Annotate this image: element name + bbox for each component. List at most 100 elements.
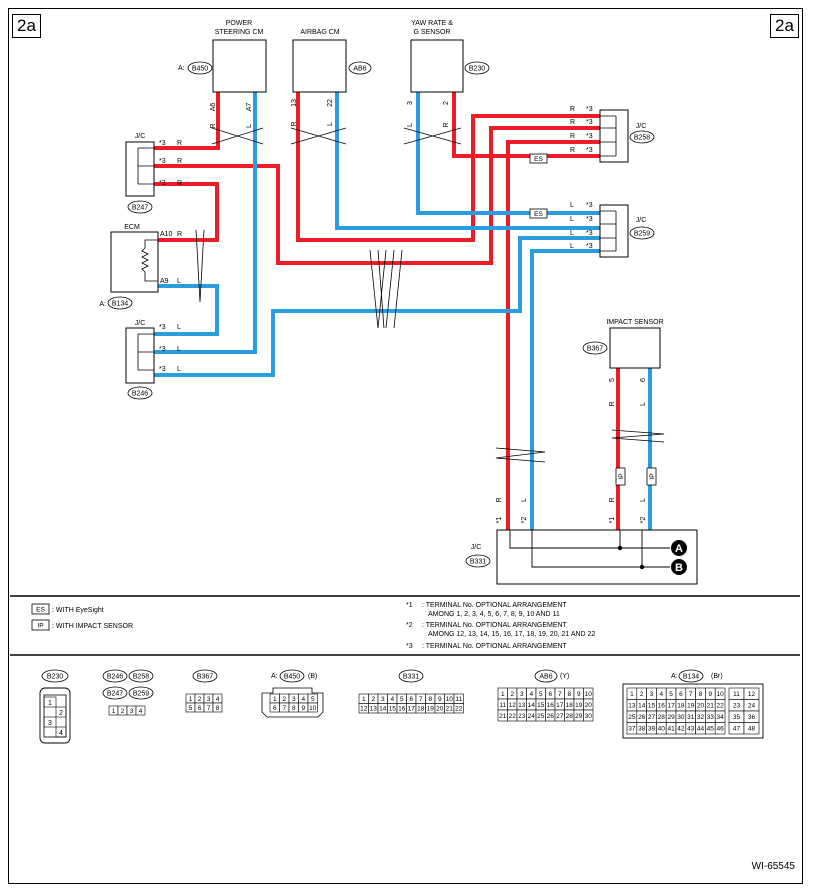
pin-number: 9 — [301, 705, 305, 712]
svg-text:B331: B331 — [403, 674, 419, 681]
wire-ecm-l — [154, 284, 219, 336]
svg-text:L: L — [246, 124, 253, 128]
pin-number: 22 — [716, 703, 724, 710]
svg-text:J/C: J/C — [135, 133, 146, 140]
pin-number: 15 — [389, 706, 397, 713]
pin-number: 1 — [189, 696, 193, 703]
svg-text:A:: A: — [671, 673, 678, 680]
power-steering-cm: POWER STEERING CM A: B450 — [178, 20, 267, 93]
svg-text:R: R — [570, 119, 575, 126]
svg-text:2: 2 — [443, 101, 450, 105]
svg-text:*1: *1 — [609, 517, 616, 524]
svg-text:L: L — [177, 366, 181, 373]
ecm-prefix: A: — [99, 301, 106, 308]
yaw-title-2: G SENSOR — [414, 29, 451, 36]
svg-text:ES: ES — [36, 607, 45, 614]
pin-number: 5 — [189, 705, 193, 712]
wire-b247-r2 — [154, 126, 600, 265]
svg-text:L: L — [570, 230, 574, 237]
pin-number: 11 — [455, 696, 462, 703]
svg-text:B134: B134 — [683, 674, 699, 681]
svg-text:IP: IP — [37, 623, 43, 630]
svg-text:(B): (B) — [308, 673, 317, 680]
pin-number: 25 — [537, 713, 545, 720]
pin-number: 25 — [628, 714, 636, 721]
twist-mark-1 — [290, 127, 347, 145]
wire-ps-l — [154, 92, 257, 354]
svg-text:3: 3 — [48, 720, 52, 727]
svg-text:*2: *2 — [406, 622, 413, 629]
pin-number: 1 — [630, 691, 634, 698]
svg-text:B450: B450 — [284, 674, 300, 681]
pin-number: 10 — [716, 691, 724, 698]
pin-number: 41 — [667, 726, 675, 733]
pin-number: 3 — [381, 696, 385, 703]
svg-text:L: L — [570, 216, 574, 223]
pin-number: 13 — [518, 702, 526, 709]
svg-text:AMONG 1, 2, 3, 4, 5, 6, 7, 8,: AMONG 1, 2, 3, 4, 5, 6, 7, 8, 9, 10 AND … — [428, 611, 560, 618]
pin-number: 43 — [687, 726, 695, 733]
pin-number: 12 — [509, 702, 517, 709]
pin-number: 17 — [556, 702, 564, 709]
pin-number: 8 — [292, 705, 296, 712]
wire-ps-r — [154, 92, 220, 150]
wire-layer — [154, 92, 665, 530]
pin-number: 14 — [528, 702, 536, 709]
svg-text:: TERMINAL No. OPTIONAL ARRANG: : TERMINAL No. OPTIONAL ARRANGEMENT — [422, 622, 568, 629]
diagram-frame — [8, 8, 803, 884]
svg-text:R: R — [177, 140, 182, 147]
pin-number: 27 — [648, 714, 656, 721]
pin-number: 11 — [733, 691, 740, 698]
svg-text:A7: A7 — [246, 103, 253, 112]
pin-number: 29 — [667, 714, 675, 721]
svg-text:J/C: J/C — [135, 320, 146, 327]
svg-text:R: R — [609, 497, 616, 502]
pin-number: 27 — [556, 713, 564, 720]
svg-text:R: R — [177, 180, 182, 187]
svg-text:*2: *2 — [640, 517, 647, 524]
svg-text:22: 22 — [327, 99, 334, 107]
pin-number: 21 — [499, 713, 507, 720]
pin-number: 10 — [446, 696, 454, 703]
pin-number: 8 — [428, 696, 432, 703]
point-b-label: B — [675, 562, 683, 574]
pin-number: 9 — [708, 691, 712, 698]
airbag-connector: AB6 — [353, 66, 366, 73]
pin-number: 18 — [566, 702, 574, 709]
pin-number: 35 — [733, 714, 741, 721]
ecm-title: ECM — [124, 224, 140, 231]
pin-number: 22 — [455, 706, 463, 713]
pin-number: 23 — [733, 703, 741, 710]
pin-number: 20 — [585, 702, 593, 709]
svg-text:IP: IP — [649, 473, 656, 479]
pin-number: 7 — [282, 705, 286, 712]
option-tags: ES ES IP IP — [529, 153, 657, 486]
svg-text:B246: B246 — [132, 391, 148, 398]
power-steering-connector: B450 — [192, 66, 208, 73]
pin-number: 4 — [301, 696, 305, 703]
svg-text:R: R — [291, 121, 298, 126]
pin-number: 6 — [548, 691, 552, 698]
svg-text:: TERMINAL No. OPTIONAL ARRANG: : TERMINAL No. OPTIONAL ARRANGEMENT — [422, 643, 568, 650]
svg-text:R: R — [570, 133, 575, 140]
svg-text:B246: B246 — [107, 674, 123, 681]
svg-text:B259: B259 — [133, 691, 149, 698]
pin-number: 24 — [528, 713, 536, 720]
pin-number: 37 — [628, 726, 636, 733]
pin-number: 2 — [510, 691, 514, 698]
pin-number: 39 — [648, 726, 656, 733]
pin-number: 14 — [379, 706, 387, 713]
airbag-cm: AIRBAG CM AB6 — [292, 29, 372, 93]
pin-number: 20 — [436, 706, 444, 713]
legend-es: : WITH EyeSight — [52, 607, 104, 614]
pin-number: 12 — [748, 691, 756, 698]
pin-number: 7 — [419, 696, 423, 703]
svg-text:(Br): (Br) — [711, 673, 723, 680]
pin-number: 18 — [417, 706, 425, 713]
pin-cell — [743, 722, 760, 735]
pin-number: 7 — [689, 691, 693, 698]
pin-number: 5 — [311, 696, 315, 703]
wire-b331-r1 — [506, 140, 600, 530]
pin-number: 15 — [537, 702, 545, 709]
svg-text:B258: B258 — [634, 135, 650, 142]
